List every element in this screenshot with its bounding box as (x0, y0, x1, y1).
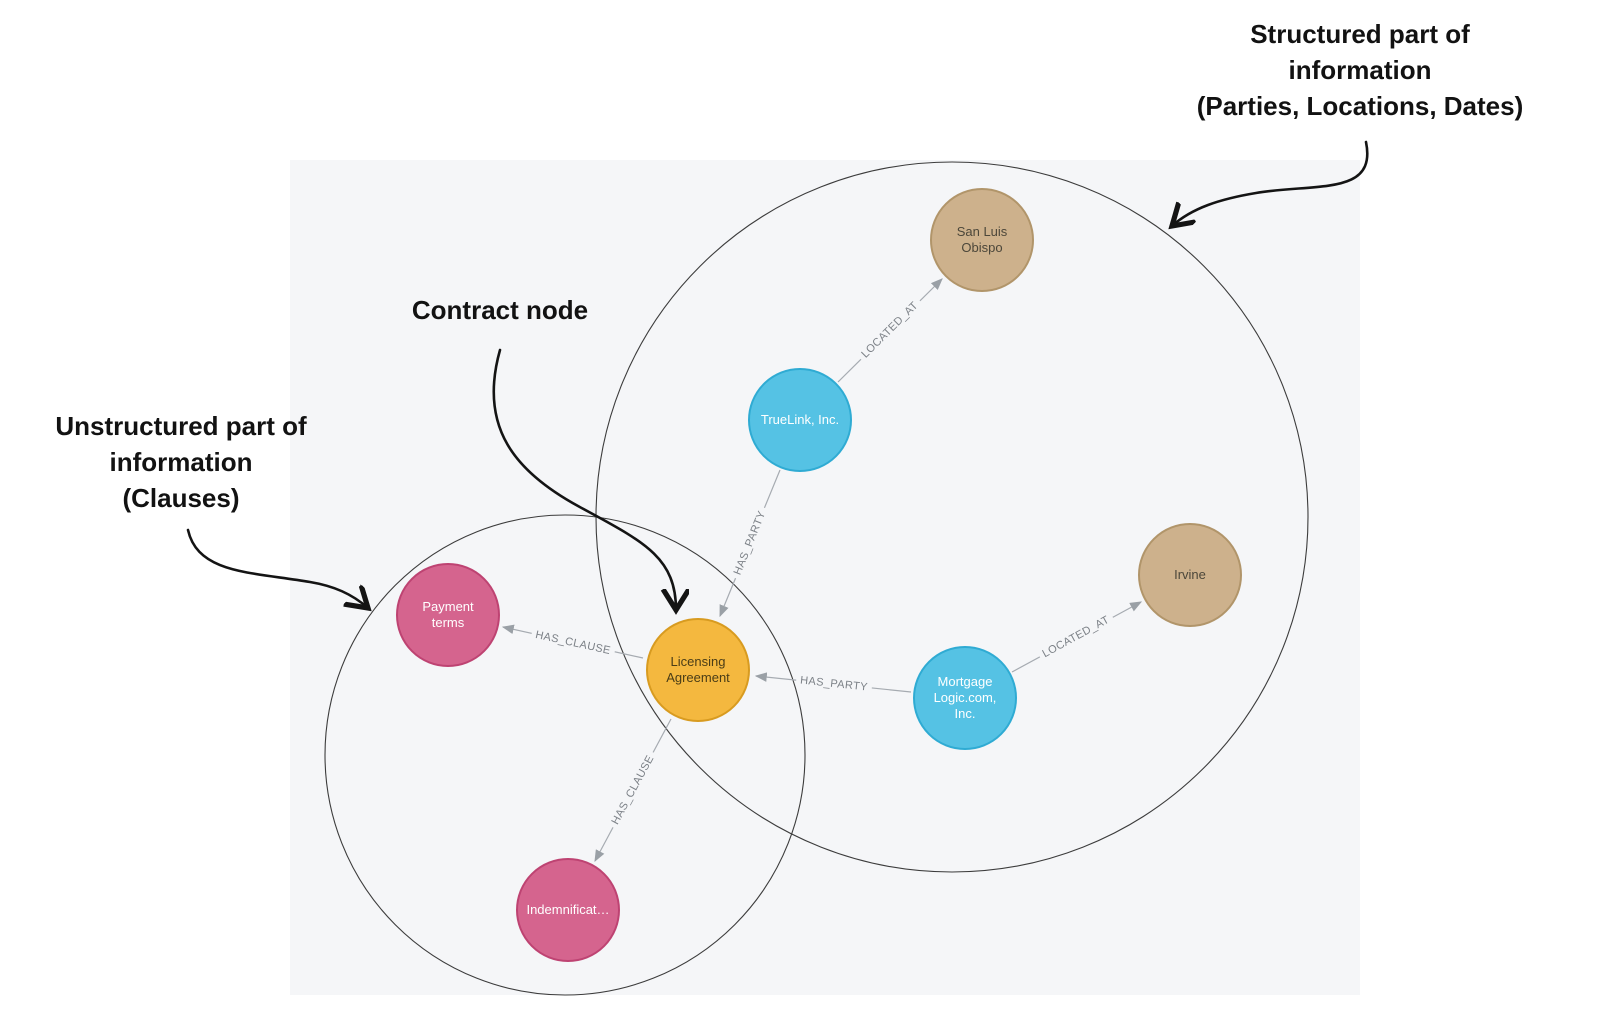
node-mortgage-logic: Mortgage Logic.com, Inc. (913, 646, 1017, 750)
node-licensing-agreement: Licensing Agreement (646, 618, 750, 722)
node-san-luis-obispo: San Luis Obispo (930, 188, 1034, 292)
node-payment-terms: Payment terms (396, 563, 500, 667)
node-label: Licensing Agreement (666, 654, 730, 685)
node-label: San Luis Obispo (956, 224, 1008, 255)
node-label: Indemnificat… (526, 902, 610, 918)
node-label: Mortgage Logic.com, Inc. (933, 674, 997, 721)
node-indemnification: Indemnificat… (516, 858, 620, 962)
node-label: Payment terms (422, 599, 474, 630)
node-label: TrueLink, Inc. (760, 412, 840, 428)
node-truelink-inc: TrueLink, Inc. (748, 368, 852, 472)
node-irvine: Irvine (1138, 523, 1242, 627)
annotation-structured-info: Structured part of information (Parties,… (1196, 19, 1524, 121)
annotation-contract-node: Contract node (411, 295, 589, 325)
node-label: Irvine (1174, 567, 1206, 583)
annotation-unstructured-info: Unstructured part of information (Clause… (55, 411, 307, 513)
